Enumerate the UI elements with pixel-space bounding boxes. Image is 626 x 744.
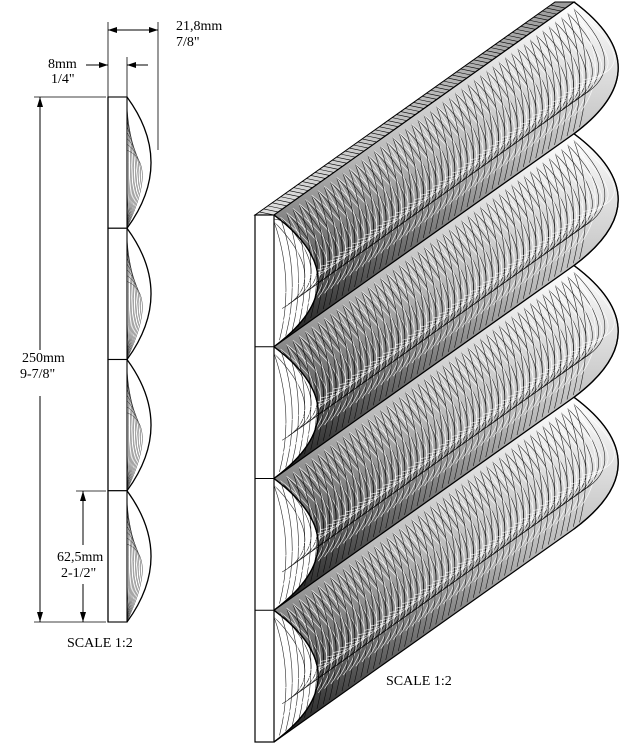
dimension-total-height xyxy=(34,96,106,623)
profile-module xyxy=(107,358,152,492)
dimension-module-height xyxy=(76,490,106,622)
total-height-mm-label: 250mm xyxy=(22,351,65,366)
panel-wave-row xyxy=(272,133,619,480)
module-height-mm-label: 62,5mm xyxy=(57,550,104,565)
dimension-total-depth xyxy=(107,22,159,150)
perspective-scale-label: SCALE 1:2 xyxy=(386,674,452,689)
total-height-inch-label: 9-7/8" xyxy=(20,367,56,382)
profile-view xyxy=(107,96,152,623)
profile-module xyxy=(107,490,152,623)
panel-wave-row xyxy=(272,396,619,743)
perspective-view xyxy=(253,1,619,743)
panel-wave-rows xyxy=(272,1,619,743)
panel-front-edge xyxy=(254,214,275,743)
panel-wave-row xyxy=(272,1,619,348)
base-depth-inch-label: 1/4" xyxy=(51,72,75,87)
module-height-inch-label: 2-1/2" xyxy=(61,566,97,581)
base-depth-mm-label: 8mm xyxy=(48,57,77,72)
profile-module xyxy=(107,227,152,361)
total-depth-mm-label: 21,8mm xyxy=(176,19,223,34)
profile-modules xyxy=(107,96,152,623)
profile-scale-label: SCALE 1:2 xyxy=(67,636,133,651)
panel-front-strip xyxy=(254,214,275,743)
total-depth-inch-label: 7/8" xyxy=(176,35,200,50)
dimension-base-depth xyxy=(86,57,148,97)
profile-module xyxy=(107,96,152,229)
